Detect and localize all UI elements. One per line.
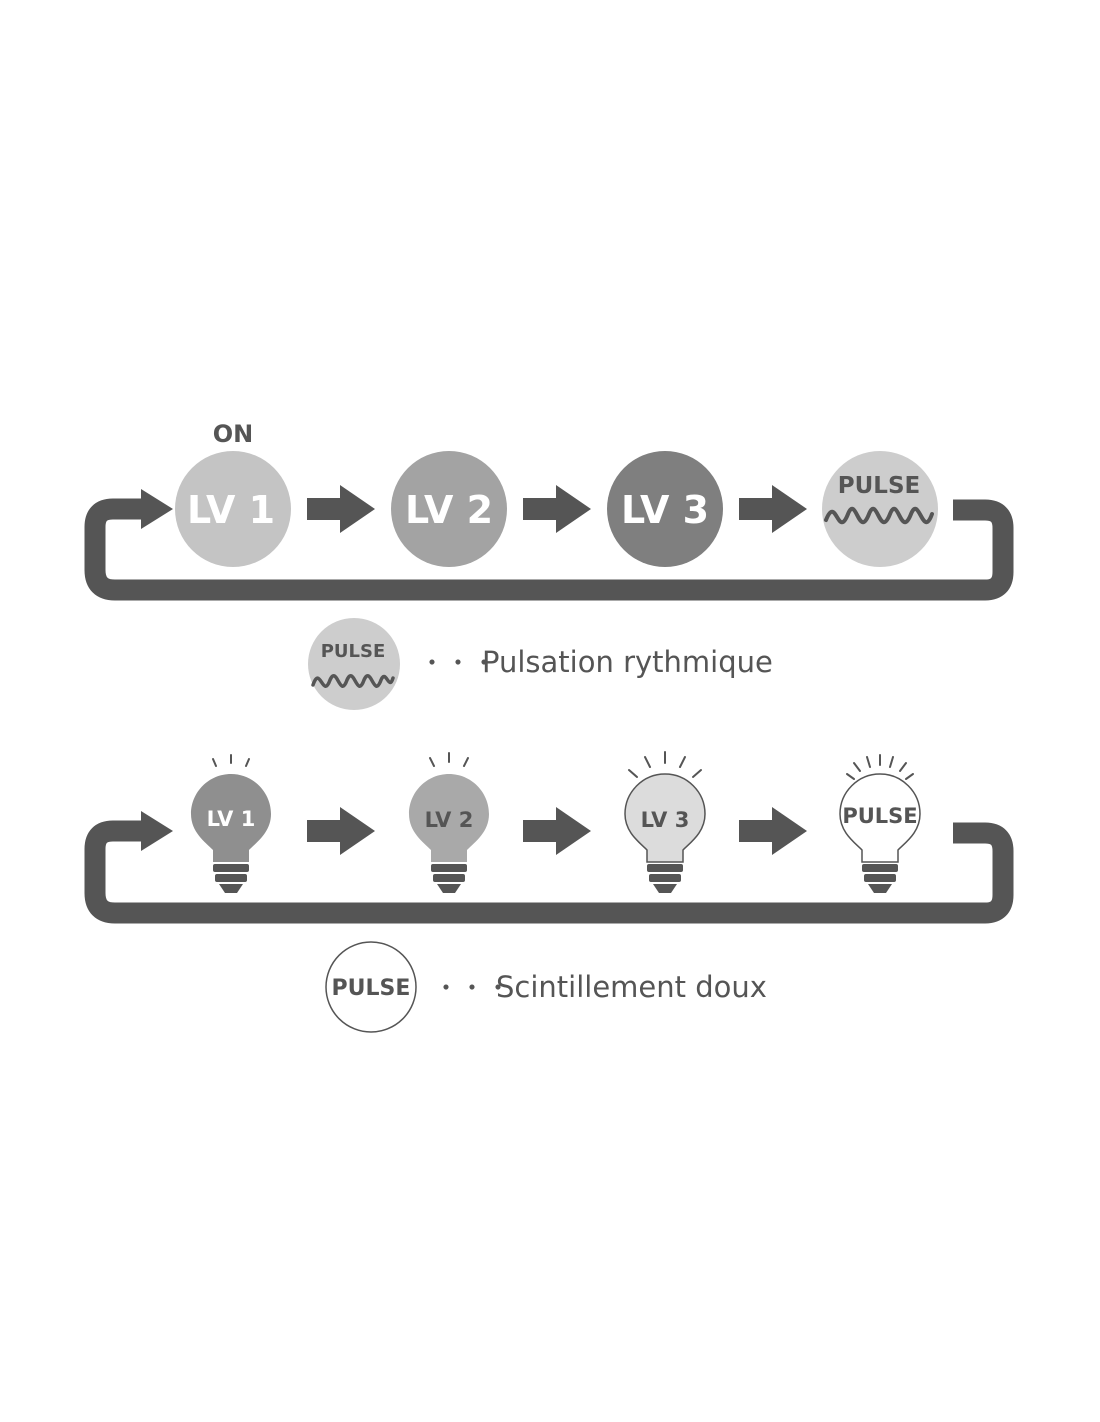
- light-rays-icon: [628, 751, 702, 778]
- bulb-label: PULSE: [842, 804, 917, 828]
- bulb-label: LV 2: [425, 808, 474, 832]
- legend-bottom: PULSE ・・・ Scintillement doux: [325, 941, 767, 1033]
- right-arrow-icon: [523, 485, 591, 533]
- legend-icon-label: PULSE: [332, 976, 411, 1001]
- legend-dots: ・・・: [420, 649, 498, 677]
- right-arrow-icon: [307, 485, 375, 533]
- light-bulb-icon: [839, 773, 921, 863]
- light-bulb-icon: [409, 774, 489, 862]
- wave-icon: [311, 674, 395, 689]
- legend-dots: ・・・: [434, 974, 512, 1002]
- right-arrow-icon: [739, 485, 807, 533]
- light-rays-icon: [429, 752, 469, 767]
- light-rays-icon: [212, 754, 250, 767]
- bulb-base: [862, 864, 898, 893]
- light-rays-icon: [846, 754, 914, 780]
- legend-icon-label: PULSE: [321, 641, 386, 662]
- legend-description: Scintillement doux: [496, 970, 767, 1004]
- step-lv1-circle: LV 1: [175, 451, 291, 567]
- right-arrow-icon: [141, 489, 173, 529]
- cycle-bottom: LV 1 LV 2: [84, 751, 1014, 924]
- legend-description: Pulsation rythmique: [482, 645, 773, 679]
- right-arrow-icon: [307, 807, 375, 855]
- bulb-label: LV 1: [207, 807, 256, 831]
- light-bulb-icon: [191, 774, 271, 862]
- cycle-top: ON LV 1 LV 2 LV 3 PULSE: [84, 420, 1014, 601]
- right-arrow-icon: [523, 807, 591, 855]
- step-label: LV 3: [621, 488, 709, 532]
- step-pulse-circle: PULSE: [822, 451, 938, 567]
- step-label: PULSE: [838, 473, 920, 499]
- bulb-pulse: PULSE: [839, 754, 921, 893]
- step-lv2-circle: LV 2: [391, 451, 507, 567]
- step-label: LV 2: [405, 488, 493, 532]
- loop-return-arrow: [84, 820, 1014, 924]
- legend-pulse-circle: PULSE: [308, 618, 400, 710]
- right-arrow-icon: [141, 811, 173, 851]
- legend-pulse-circle: PULSE: [325, 941, 417, 1033]
- light-bulb-icon: [624, 773, 706, 863]
- bulb-base: [213, 864, 249, 893]
- bulb-lv1: LV 1: [191, 754, 271, 893]
- bulb-lv2: LV 2: [409, 752, 489, 893]
- legend-top: PULSE ・・・ Pulsation rythmique: [308, 618, 773, 710]
- bulb-label: LV 3: [641, 808, 690, 832]
- step-lv3-circle: LV 3: [607, 451, 723, 567]
- step-label: LV 1: [187, 488, 275, 532]
- loop-return-arrow: [84, 498, 1014, 601]
- wave-icon: [824, 506, 934, 525]
- on-label: ON: [213, 420, 254, 448]
- bulb-base: [431, 864, 467, 893]
- bulb-lv3: LV 3: [624, 751, 706, 893]
- right-arrow-icon: [739, 807, 807, 855]
- bulb-base: [647, 864, 683, 893]
